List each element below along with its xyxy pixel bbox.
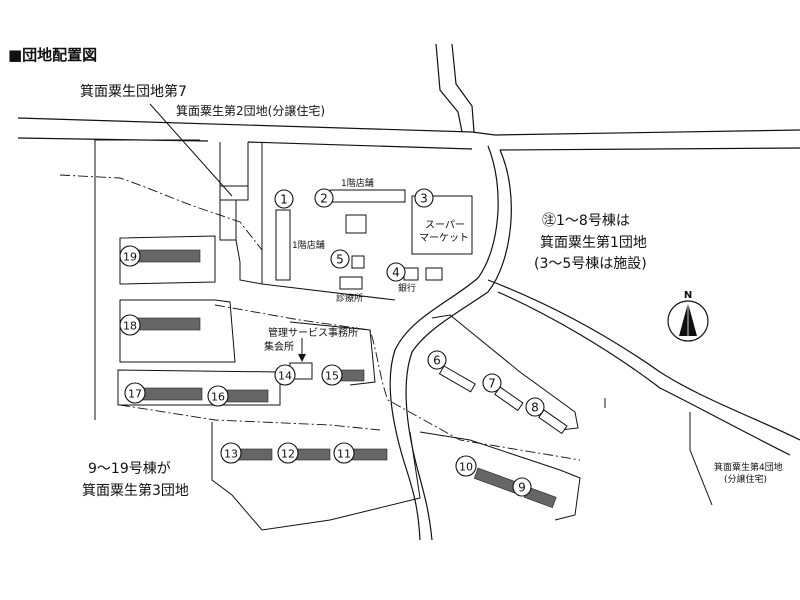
building-marker-8: 8 [525, 397, 545, 417]
building-marker-7: 7 [482, 373, 502, 393]
building-marker-5: 5 [330, 249, 350, 269]
building-marker-16: 16 [207, 385, 229, 407]
curve-road-outer [389, 145, 499, 541]
boundary-dash-middle [214, 304, 581, 461]
small-block-top [219, 185, 249, 201]
label-shop-1f-left: 1階店舗 [292, 239, 325, 251]
label-office: 管理サービス事務所 [268, 326, 358, 339]
building-marker-2: 2 [314, 188, 334, 208]
boundary-dash-south [119, 404, 381, 431]
svg-text:3: 3 [420, 192, 428, 206]
note-line-2: 箕面粟生第1団地 [540, 234, 647, 251]
building-marker-19: 19 [119, 245, 141, 267]
office-area-outline [289, 321, 376, 386]
label-supermarket-1: スーパー [425, 219, 465, 231]
label-danchi-2: 箕面粟生第2団地(分譲住宅) [176, 103, 325, 118]
svg-text:5: 5 [336, 253, 344, 267]
building-marker-12: 12 [277, 442, 299, 464]
small-building-b [351, 255, 365, 269]
zone-17-outline [117, 369, 281, 406]
svg-text:18: 18 [123, 320, 137, 333]
building-1-block [275, 209, 291, 281]
building-marker-18: 18 [119, 314, 141, 336]
building-marker-15: 15 [321, 364, 343, 386]
zone-18-outline [119, 299, 236, 363]
north-branch-road-right [451, 43, 475, 133]
building-2-3-block [329, 189, 406, 203]
building-marker-10: 10 [455, 455, 477, 477]
building-19-bar [137, 249, 201, 263]
svg-text:11: 11 [337, 448, 351, 461]
label-danchi-7: 箕面粟生団地第7 [80, 83, 187, 100]
page-title: ■団地配置図 [8, 46, 97, 64]
boundary-dash-north [59, 174, 263, 251]
label-clinic: 診療所 [336, 292, 363, 304]
svg-text:16: 16 [211, 391, 225, 404]
svg-text:13: 13 [224, 448, 238, 461]
building-17-bar [139, 387, 203, 401]
svg-text:14: 14 [278, 370, 292, 383]
building-marker-4: 4 [386, 262, 406, 282]
small-building-a [345, 214, 367, 234]
east-path [604, 398, 713, 506]
north-block-outline [261, 142, 396, 301]
label-danchi-4-line-1: 箕面粟生第4団地 [714, 461, 783, 473]
curve-road-inner [405, 149, 512, 541]
svg-text:9: 9 [518, 481, 526, 495]
north-label: N [684, 290, 692, 301]
east-road-top [487, 279, 800, 441]
building-7-block [494, 386, 524, 412]
note-line-3: (3～5号棟は施設) [534, 256, 647, 272]
bank-annex-block [425, 267, 443, 281]
building-marker-14: 14 [274, 364, 296, 386]
label-bank: 銀行 [398, 282, 416, 294]
zone-south-outline [211, 422, 421, 531]
svg-text:6: 6 [433, 354, 441, 368]
zone-9-10-outline [419, 431, 581, 521]
east-road-bottom [497, 291, 791, 456]
narrow-strip-right [235, 142, 263, 285]
zone-6-8-outline [431, 314, 579, 431]
building-marker-17: 17 [124, 382, 146, 404]
svg-text:17: 17 [128, 388, 142, 401]
building-4-block [403, 267, 419, 281]
svg-text:4: 4 [392, 266, 400, 280]
main-road-top-edge [17, 117, 496, 136]
office-arrow-head [298, 354, 306, 362]
label-danchi-3-line-2: 箕面粟生第3団地 [82, 482, 189, 499]
building-6-block [438, 365, 476, 393]
svg-text:19: 19 [123, 251, 137, 264]
label-supermarket-2: マーケット [419, 232, 469, 244]
building-marker-1: 1 [274, 189, 294, 209]
main-road-bottom-edge [17, 137, 473, 150]
label-danchi-4-line-2: (分譲住宅) [724, 473, 767, 485]
svg-text:10: 10 [459, 461, 473, 474]
svg-text:15: 15 [325, 370, 339, 383]
building-marker-11: 11 [333, 442, 355, 464]
label-hall: 集会所 [264, 340, 294, 353]
svg-text:1: 1 [280, 193, 288, 207]
building-18-bar [137, 317, 201, 331]
note-line-1: ㊟1～8号棟は [542, 213, 630, 229]
building-marker-3: 3 [414, 188, 434, 208]
leader-line-danchi-7 [149, 103, 233, 197]
zone-19-outline [119, 235, 216, 285]
building-marker-9: 9 [512, 477, 532, 497]
clinic-block [339, 276, 363, 290]
svg-text:2: 2 [320, 192, 328, 206]
building-8-block [538, 409, 568, 435]
main-road-east-bottom [499, 147, 800, 151]
main-road-east-top [494, 129, 800, 136]
label-danchi-3-line-1: 9～19号棟が [88, 461, 171, 477]
west-block-outline [94, 139, 200, 420]
svg-text:8: 8 [531, 401, 539, 415]
svg-text:12: 12 [281, 448, 295, 461]
building-marker-13: 13 [220, 442, 242, 464]
svg-text:7: 7 [488, 377, 496, 391]
building-marker-6: 6 [427, 350, 447, 370]
label-shop-1f-top: 1階店舗 [341, 177, 374, 189]
north-branch-road-left [435, 43, 463, 133]
north-arrow-icon: N [667, 290, 709, 342]
